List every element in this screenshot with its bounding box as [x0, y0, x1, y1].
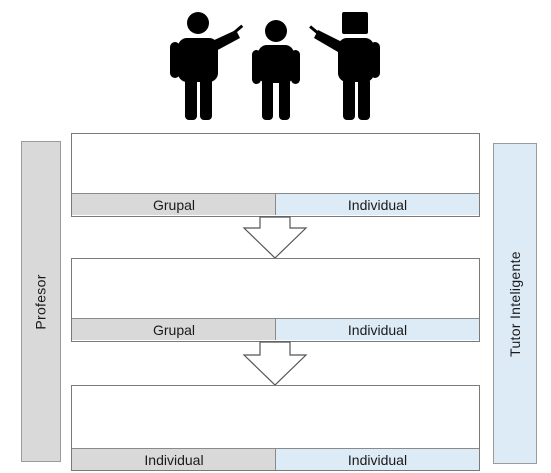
- robot-tutor-icon: [309, 12, 380, 120]
- stage-1-divider: [275, 193, 276, 215]
- stage-2-right-cell: Individual: [276, 318, 479, 340]
- profesor-label: Profesor: [33, 273, 49, 330]
- stage-1-left-cell: Grupal: [72, 193, 276, 215]
- stage-2-divider: [275, 318, 276, 340]
- stage-3-right-cell: Individual: [276, 448, 479, 470]
- tutor-bar: Tutor Inteligente: [493, 143, 537, 464]
- tutor-label: Tutor Inteligente: [507, 250, 524, 357]
- stage-3-divider: [275, 448, 276, 470]
- stage-2-box: Grupal Individual: [71, 258, 480, 342]
- student-person-icon: [252, 20, 300, 120]
- stage-1-right-cell: Individual: [276, 193, 479, 215]
- stage-3-left-cell: Individual: [72, 448, 276, 470]
- teacher-person-icon: [170, 12, 244, 120]
- profesor-bar: Profesor: [21, 141, 61, 462]
- stage-3-box: Individual Individual: [71, 385, 480, 471]
- figures-group: [170, 12, 380, 120]
- down-arrow-icon: [242, 341, 308, 386]
- down-arrow-icon: [242, 216, 308, 259]
- stage-2-left-cell: Grupal: [72, 318, 276, 340]
- stage-1-box: Grupal Individual: [71, 133, 480, 217]
